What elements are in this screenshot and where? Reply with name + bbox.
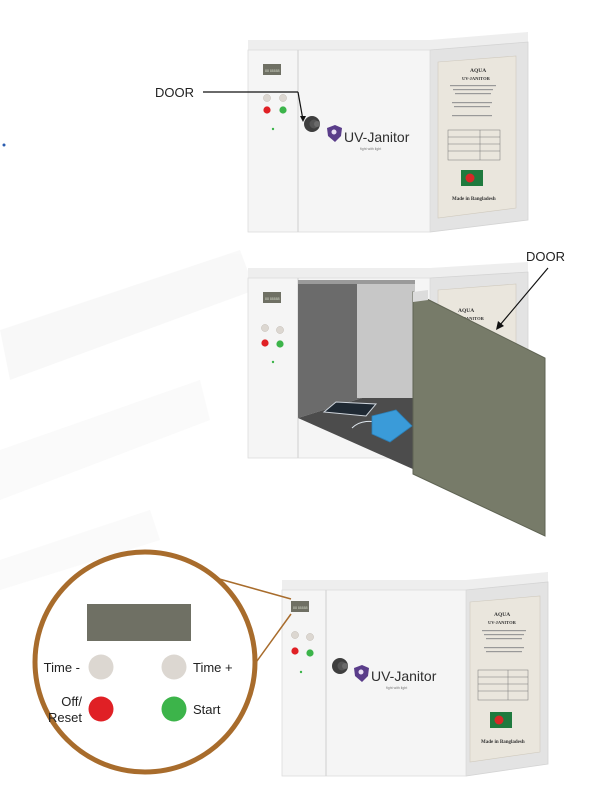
off-reset-label-line2: Reset [48, 710, 82, 725]
zoom-time-plus-button[interactable] [161, 654, 187, 680]
off-reset-button[interactable] [291, 647, 299, 655]
power-indicator-led [271, 360, 275, 364]
brand-tagline: fight with light [386, 686, 407, 690]
zoom-display-screen [87, 604, 191, 641]
zoom-time-minus-button[interactable] [88, 654, 114, 680]
made-in-label: Made in Bangladesh [452, 197, 496, 202]
display-text: 88 88888 [293, 606, 308, 610]
label-company: AQUA [494, 612, 510, 618]
callout-leader-top [297, 91, 304, 121]
label-fine-print [482, 630, 526, 653]
control-panel-zoom: Time - Time + Off/ Reset Start [32, 549, 292, 775]
label-spec-table [477, 669, 529, 701]
label-product: UV-JANITOR [462, 76, 491, 81]
label-company: AQUA [470, 68, 486, 74]
power-indicator-led [271, 127, 275, 131]
bangladesh-flag-icon [461, 170, 483, 186]
cabinet-closed: AQUA UV-JANITOR Made in Bangladesh 88 88… [155, 32, 529, 233]
brand-tagline: fight with light [360, 147, 381, 151]
display-screen [263, 64, 281, 75]
cabinet-zoom: AQUA UV-JANITOR Made in Bangladesh 88 88… [281, 572, 549, 777]
bangladesh-flag-icon [490, 712, 512, 728]
time-plus-button[interactable] [279, 94, 287, 102]
label-fine-print [450, 85, 496, 117]
display-text: 88 88888 [265, 297, 280, 301]
cabinet-front [281, 589, 467, 777]
power-indicator-led [299, 670, 303, 674]
face-mask-item [351, 409, 413, 443]
time-minus-label: Time - [44, 660, 80, 675]
time-minus-button[interactable] [261, 324, 269, 332]
start-label: Start [193, 702, 221, 717]
display-screen [291, 601, 309, 612]
off-reset-button[interactable] [261, 339, 269, 347]
door-callout-middle: DOOR [526, 249, 565, 264]
uv-janitor-logo-icon [327, 125, 342, 142]
label-company: AQUA [458, 308, 474, 314]
start-button[interactable] [276, 340, 284, 348]
time-plus-button[interactable] [306, 633, 314, 641]
cabinet-open: AQUA UV-JANITOR 88 88888 DOOR [247, 249, 565, 537]
off-reset-label-line1: Off/ [61, 694, 82, 709]
time-minus-button[interactable] [291, 631, 299, 639]
brand-name: UV-Janitor [344, 129, 410, 145]
start-button[interactable] [306, 649, 314, 657]
time-plus-label: Time + [193, 660, 233, 675]
zoom-start-button[interactable] [161, 696, 187, 722]
label-card [469, 595, 541, 763]
display-text: 88 88888 [265, 69, 280, 73]
made-in-label: Made in Bangladesh [481, 740, 525, 745]
display-screen [263, 292, 281, 303]
off-reset-button[interactable] [263, 106, 271, 114]
label-product: UV-JANITOR [488, 620, 517, 625]
phone-item [322, 401, 378, 417]
start-button[interactable] [279, 106, 287, 114]
open-door-panel[interactable] [412, 291, 546, 537]
label-product: UV-JANITOR [456, 316, 485, 321]
label-spec-table [447, 129, 501, 161]
callout-leader-middle [499, 267, 549, 326]
door-callout-top: DOOR [155, 85, 194, 100]
background-decoration [0, 250, 255, 590]
blue-dot [2, 143, 6, 147]
cabinet-front [247, 49, 431, 233]
time-plus-button[interactable] [276, 326, 284, 334]
time-minus-button[interactable] [263, 94, 271, 102]
brand-name: UV-Janitor [371, 668, 437, 684]
zoom-off-reset-button[interactable] [88, 696, 114, 722]
uv-janitor-logo-icon [354, 665, 369, 682]
